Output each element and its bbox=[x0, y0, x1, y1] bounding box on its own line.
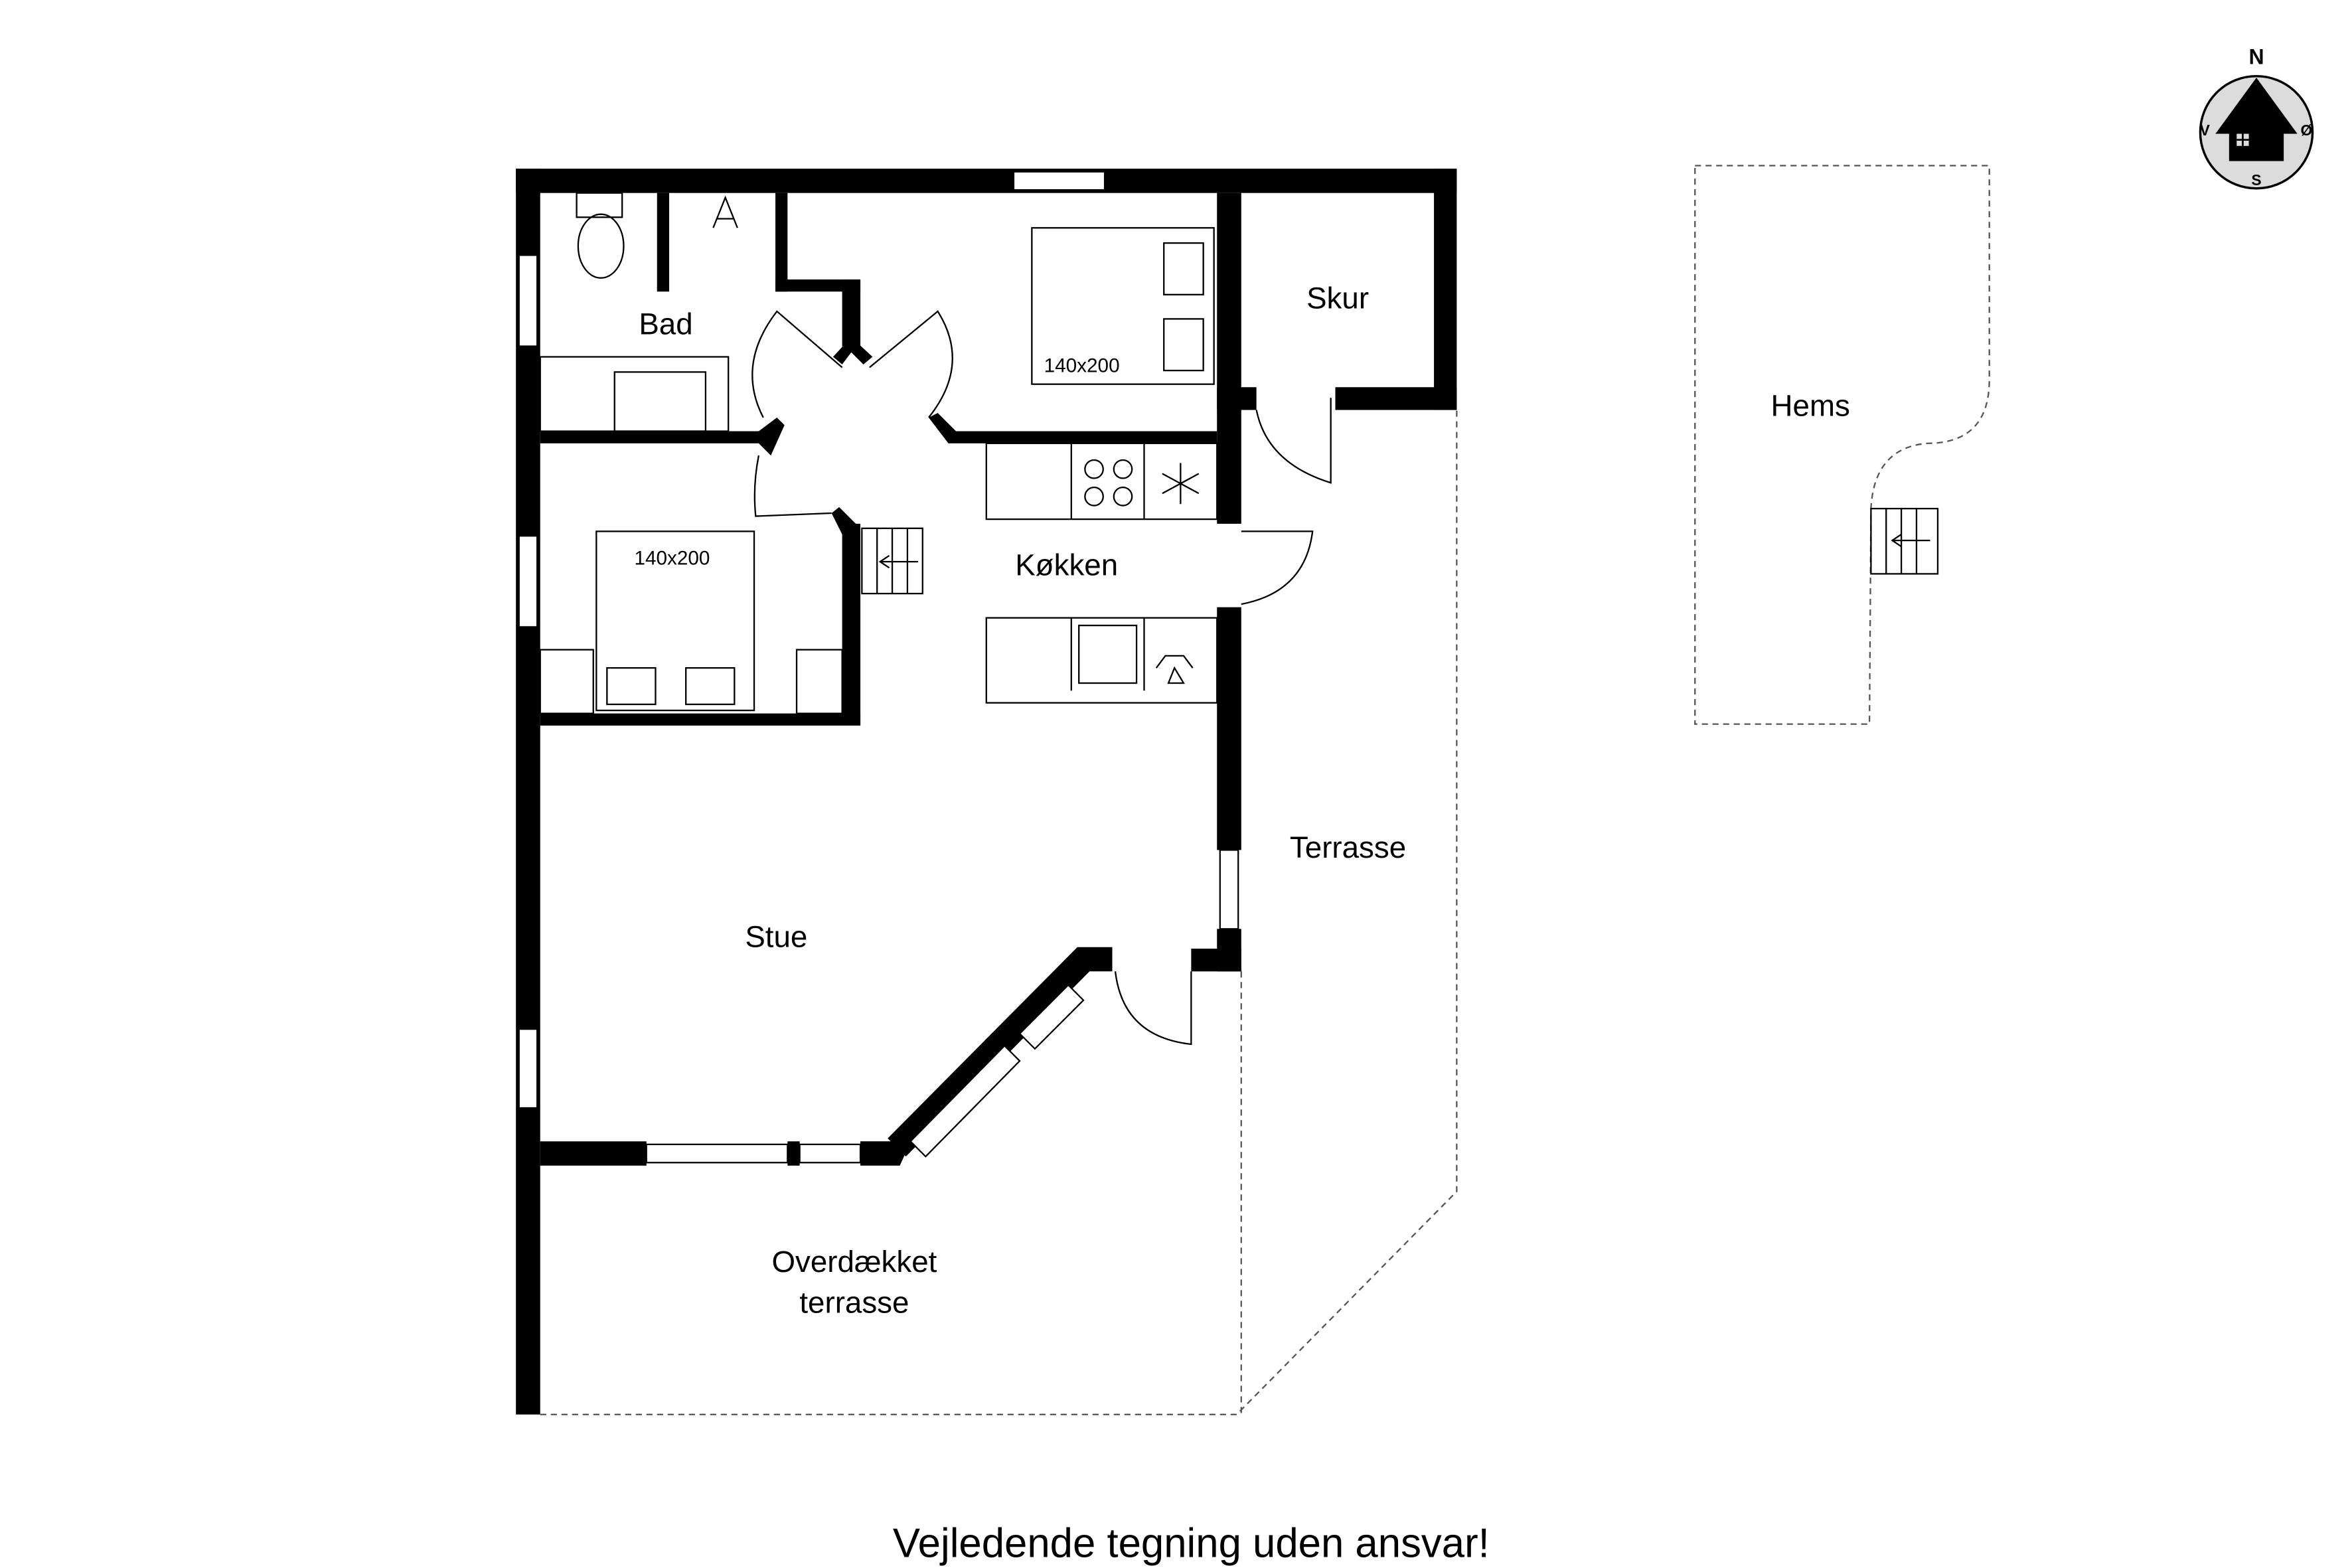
hems-outline bbox=[1694, 165, 1990, 725]
compass-n: N bbox=[2248, 44, 2264, 68]
room-label-skur: Skur bbox=[1306, 281, 1369, 315]
disclaimer: Vejledende tegning uden ansvar! bbox=[893, 1521, 1490, 1567]
room-label-terrasse: Terrasse bbox=[1290, 830, 1406, 864]
room-label-stue: Stue bbox=[745, 920, 807, 954]
house-icon bbox=[2215, 77, 2298, 161]
room-label-bad: Bad bbox=[639, 307, 692, 341]
bed-size-label: 140x200 bbox=[1044, 354, 1120, 376]
freezer-icon bbox=[1162, 463, 1200, 505]
terrace-outline bbox=[540, 410, 1458, 1415]
room-label-hems: Hems bbox=[1771, 389, 1850, 423]
compass: N S Ø V bbox=[2199, 44, 2314, 190]
compass-w: V bbox=[2200, 121, 2211, 139]
room-label-overdaekket: Overdækket bbox=[771, 1245, 937, 1279]
compass-s: S bbox=[2251, 171, 2261, 189]
room-label-overdaekket-2: terrasse bbox=[799, 1286, 909, 1320]
compass-e: Ø bbox=[2301, 121, 2313, 139]
room-label-kokken: Køkken bbox=[1015, 548, 1118, 582]
fixtures bbox=[539, 192, 1939, 714]
walls bbox=[516, 169, 1457, 1415]
bed-size-label: 140x200 bbox=[634, 548, 710, 570]
doors bbox=[751, 310, 1332, 1046]
